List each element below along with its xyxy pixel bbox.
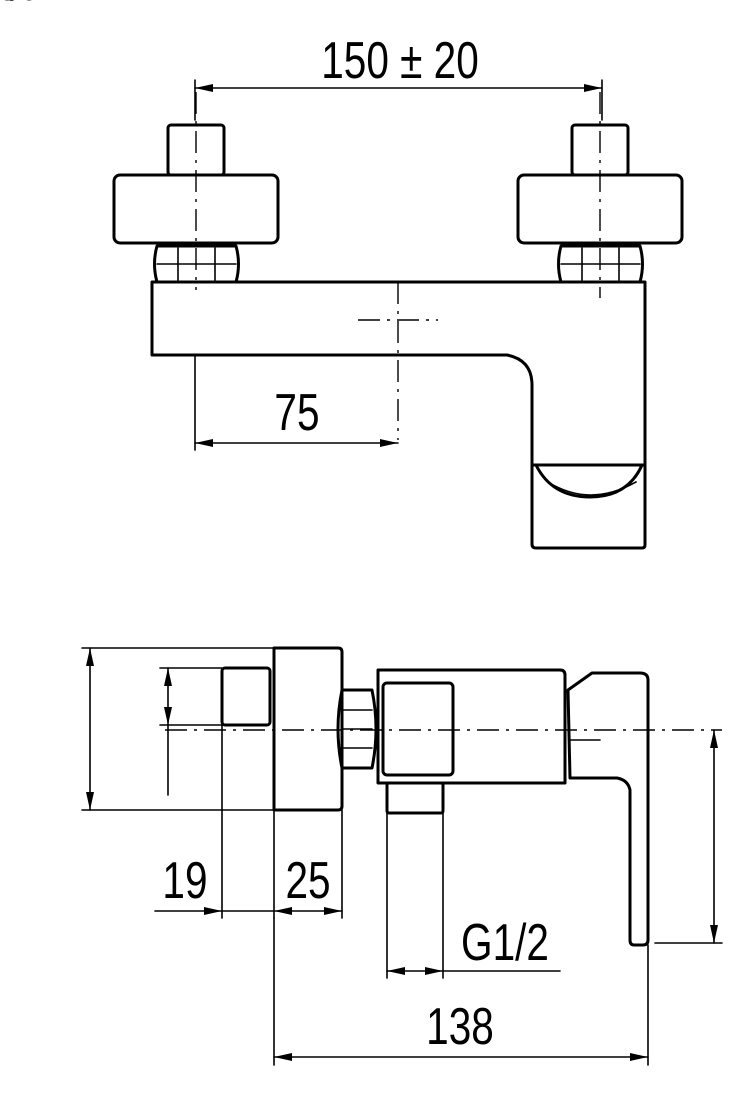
wall-flange xyxy=(220,646,344,812)
dimension-label-inlet-spacing: 150 ± 20 xyxy=(321,31,479,89)
dimension-body-depth: 25 xyxy=(285,809,343,919)
dimension-label-handle-height: 80 xyxy=(0,0,23,11)
dimension-label-inlet-length: 19 xyxy=(162,851,207,909)
dimension-total-projection: 138 xyxy=(273,917,649,1066)
dimension-label-body-diameter: ø 60 xyxy=(0,0,41,11)
dimension-label-body-offset: 75 xyxy=(274,383,319,441)
dimension-inlet-length: 19 xyxy=(154,724,343,919)
mixer-body-front xyxy=(150,280,647,550)
dimension-label-inlet-thread: G1/2 xyxy=(0,0,44,11)
dimension-body-offset: 75 xyxy=(194,354,399,451)
front-view: 150 ± 20 xyxy=(112,31,684,550)
dimension-label-outlet-thread: G1/2 xyxy=(461,913,549,971)
dimension-inlet-thread: G1/2 xyxy=(0,0,223,796)
mixer-body-side xyxy=(376,668,567,815)
dimension-label-body-depth: 25 xyxy=(285,851,330,909)
dimension-inlet-spacing: 150 ± 20 xyxy=(194,31,603,121)
dimension-label-total-projection: 138 xyxy=(426,997,494,1055)
connector-nut-side xyxy=(336,688,378,770)
dimension-body-diameter: ø 60 xyxy=(0,0,275,811)
dimension-handle-height: 80 xyxy=(0,0,723,944)
side-view: ø 60 G1/2 19 25 xyxy=(0,0,723,1066)
lever-handle-side xyxy=(566,671,650,947)
dimension-outlet-thread: G1/2 xyxy=(386,812,561,979)
